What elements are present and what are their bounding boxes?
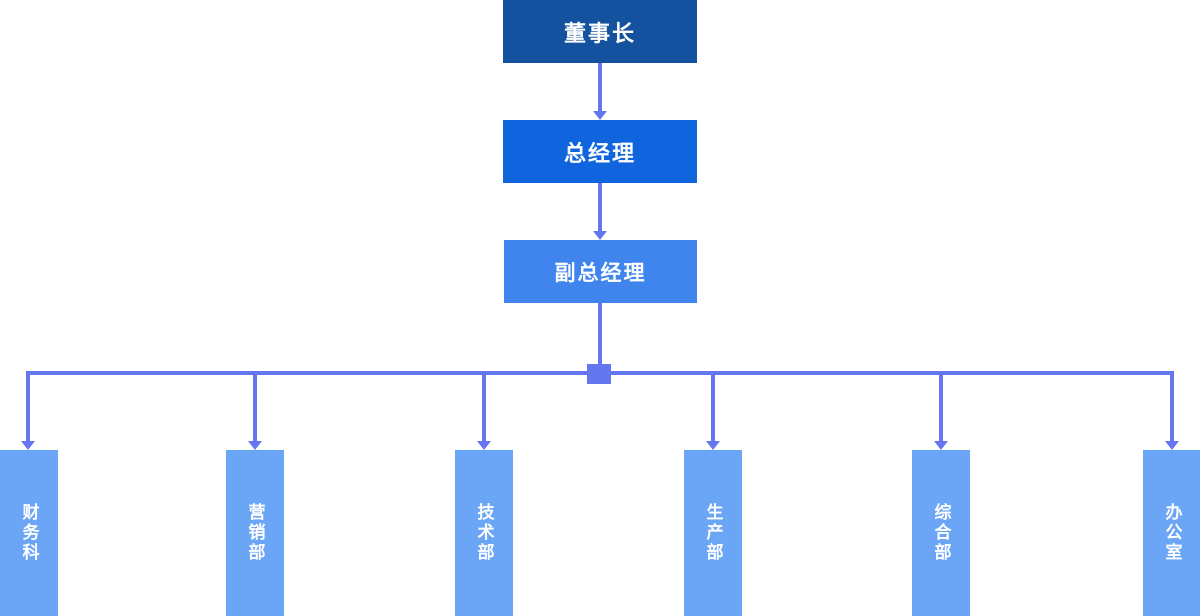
drop-line-production: [711, 371, 715, 441]
node-department-technology[interactable]: 技术部: [455, 450, 513, 616]
node-department-finance-label: 财务科: [19, 503, 39, 563]
connector-gm-to-deputy: [598, 183, 602, 231]
arrow-technology-icon: [477, 441, 491, 450]
node-general-manager[interactable]: 总经理: [503, 120, 697, 183]
drop-line-technology: [482, 371, 486, 441]
drop-line-finance: [26, 371, 30, 441]
node-chairman-label: 董事长: [563, 20, 636, 46]
connector-chairman-to-gm: [598, 63, 602, 111]
drop-line-general-affairs: [939, 371, 943, 441]
node-department-production-label: 生产部: [703, 503, 723, 563]
arrow-marketing-icon: [248, 441, 262, 450]
arrow-production-icon: [706, 441, 720, 450]
arrow-office-icon: [1165, 441, 1179, 450]
node-deputy-general-manager[interactable]: 副总经理: [504, 240, 697, 303]
node-department-marketing[interactable]: 营销部: [226, 450, 284, 616]
node-department-production[interactable]: 生产部: [684, 450, 742, 616]
node-deputy-general-manager-label: 副总经理: [554, 261, 647, 285]
node-department-office-label: 办公室: [1162, 503, 1182, 563]
horizontal-bus-line: [26, 371, 1174, 375]
node-department-general-affairs[interactable]: 综合部: [912, 450, 970, 616]
arrow-finance-icon: [21, 441, 35, 450]
node-department-marketing-label: 营销部: [245, 503, 265, 563]
node-department-office[interactable]: 办公室: [1143, 450, 1200, 616]
arrow-gm-to-deputy-icon: [593, 231, 607, 240]
drop-line-office: [1170, 371, 1174, 441]
node-chairman[interactable]: 董事长: [503, 0, 697, 63]
drop-line-marketing: [253, 371, 257, 441]
node-department-finance[interactable]: 财务科: [0, 450, 58, 616]
connector-deputy-to-bus: [598, 303, 602, 365]
arrow-general-affairs-icon: [934, 441, 948, 450]
node-general-manager-label: 总经理: [563, 140, 636, 166]
arrow-chairman-to-gm-icon: [593, 111, 607, 120]
node-department-technology-label: 技术部: [474, 503, 494, 563]
node-department-general-affairs-label: 综合部: [931, 503, 951, 563]
